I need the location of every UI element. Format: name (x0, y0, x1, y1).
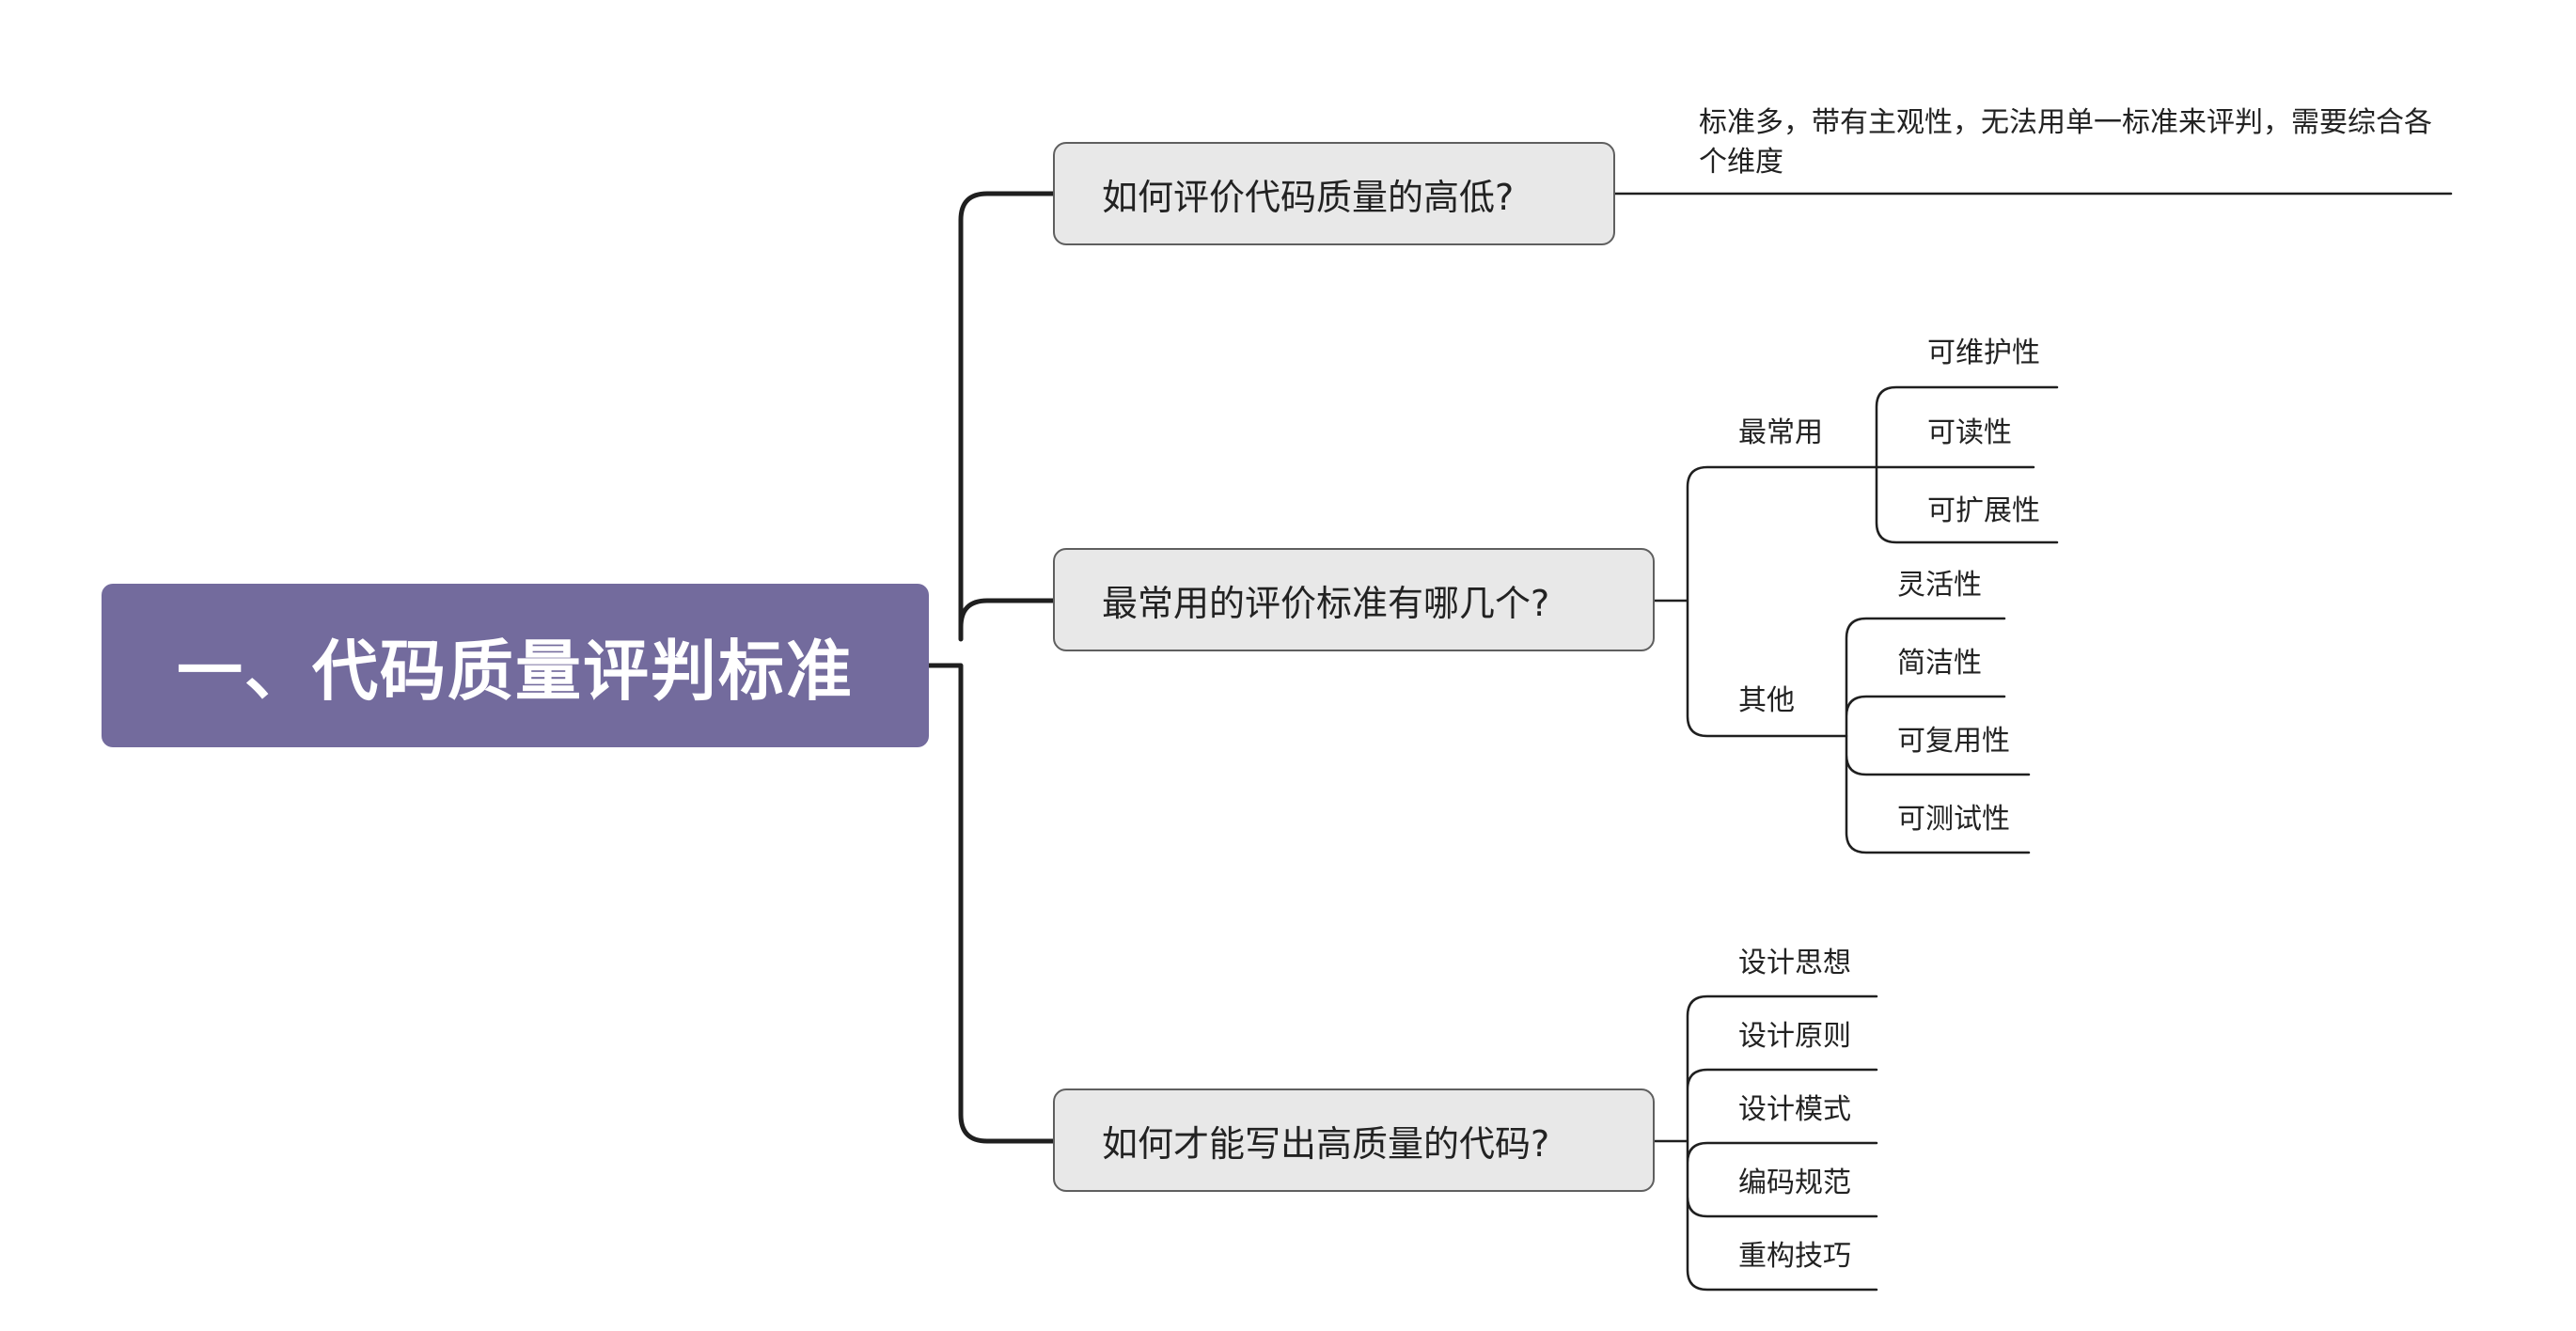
subtopic-most-common: 最常用 (1738, 416, 1823, 449)
group-1-items-connector (1875, 385, 2059, 544)
branch-topic-common-standards: 最常用的评价标准有哪几个? (1053, 548, 1655, 651)
leaf-simplicity: 简洁性 (1897, 647, 1982, 680)
leaf-design-patterns: 设计模式 (1738, 1093, 1851, 1126)
leaf-maintainability: 可维护性 (1927, 337, 2040, 369)
branch-topic-label: 如何评价代码质量的高低? (1102, 176, 1515, 218)
root-to-branches-connector (926, 191, 1056, 1144)
leaf-design-ideas: 设计思想 (1738, 947, 1851, 979)
leaf-readability: 可读性 (1927, 416, 2012, 449)
branch-topic-label: 如何才能写出高质量的代码? (1102, 1122, 1550, 1165)
leaf-reusability: 可复用性 (1897, 725, 2010, 758)
branch-topic-label: 最常用的评价标准有哪几个? (1102, 582, 1550, 624)
leaf-design-principles: 设计原则 (1738, 1020, 1851, 1053)
leaf-refactoring-skills: 重构技巧 (1738, 1240, 1851, 1273)
root-topic: 一、代码质量评判标准 (102, 584, 929, 747)
leaf-coding-standards: 编码规范 (1738, 1167, 1851, 1199)
branch-topic-write-quality-code: 如何才能写出高质量的代码? (1053, 1088, 1655, 1192)
leaf-flexibility: 灵活性 (1897, 569, 1982, 602)
subtopic-other: 其他 (1738, 684, 1795, 717)
branch-topic-evaluate-quality: 如何评价代码质量的高低? (1053, 142, 1615, 245)
root-topic-label: 一、代码质量评判标准 (177, 632, 854, 710)
group-2-items-connector (1845, 617, 2031, 854)
leaf-testability: 可测试性 (1897, 803, 2010, 836)
branch-2-groups-connector (1653, 465, 1878, 738)
branch-note: 标准多，带有主观性，无法用单一标准来评判，需要综合各个维度 (1699, 106, 2432, 179)
leaf-extensibility: 可扩展性 (1927, 494, 2040, 527)
branch-3-items-connector (1653, 994, 1878, 1292)
